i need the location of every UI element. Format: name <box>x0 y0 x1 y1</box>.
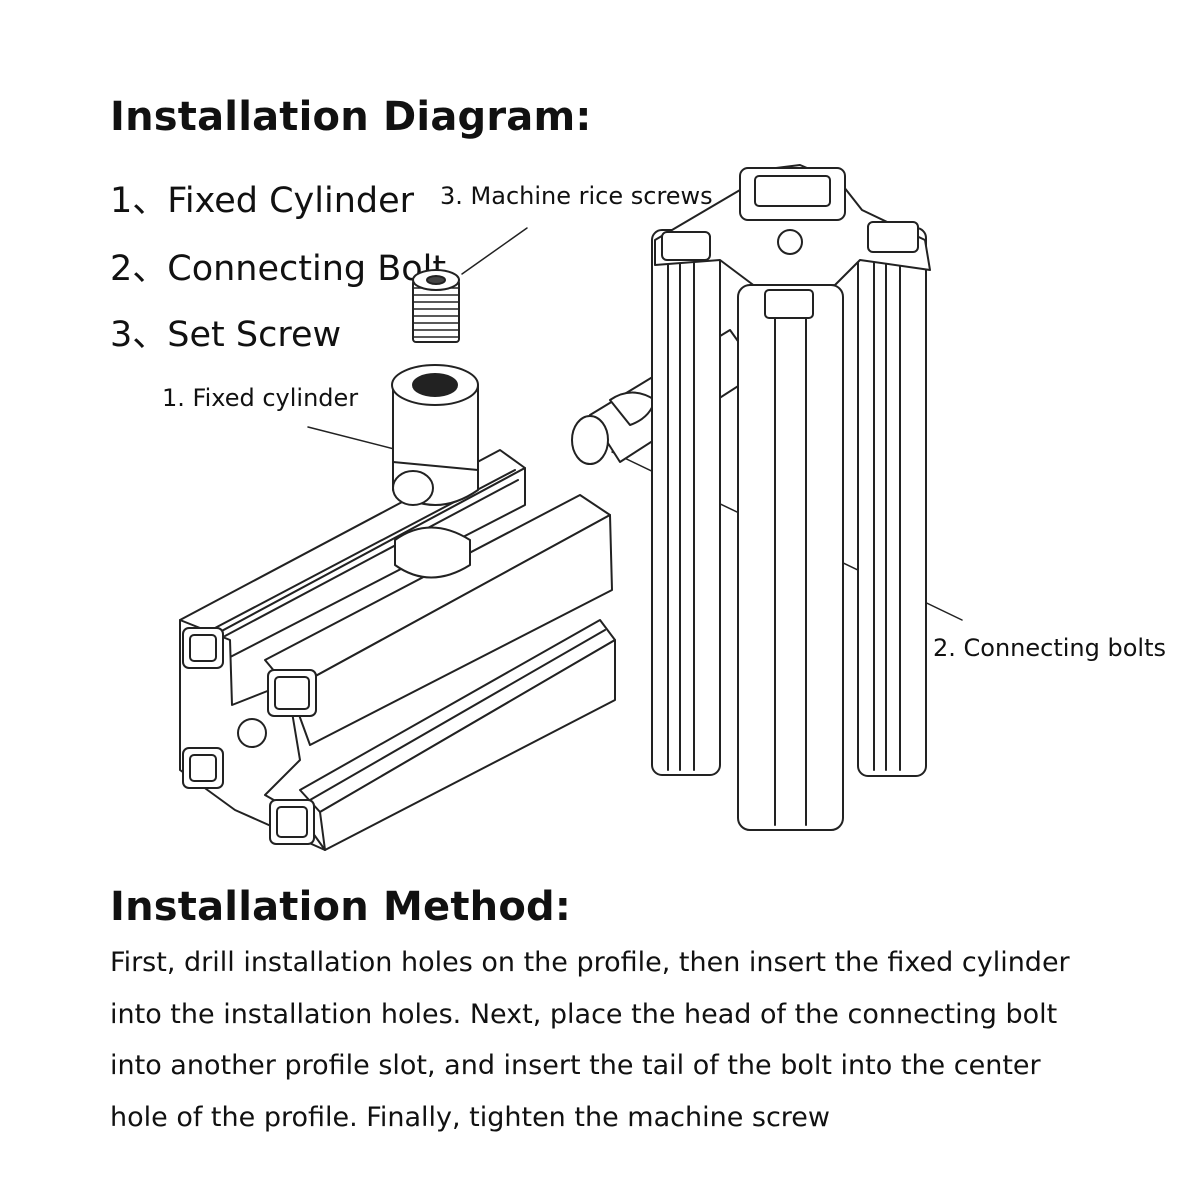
callout-machine-screws: 3. Machine rice screws <box>440 182 713 210</box>
vertical-profile-illustration <box>652 165 930 830</box>
diagram-title: Installation Diagram: <box>110 94 592 140</box>
parts-list-item-fixed-cylinder: 1、Fixed Cylinder <box>110 181 415 221</box>
callout-connecting-bolts: 2. Connecting bolts <box>933 634 1167 662</box>
method-line: First, drill installation holes on the p… <box>110 947 1070 978</box>
horizontal-profile-illustration <box>180 450 615 850</box>
installation-illustration <box>0 0 1200 880</box>
fixed-cylinder-illustration <box>392 365 478 505</box>
set-screw-illustration <box>413 270 459 342</box>
method-line: into another profile slot, and insert th… <box>110 1050 1041 1081</box>
leader-line-screws <box>462 228 527 274</box>
method-title: Installation Method: <box>110 884 572 930</box>
method-line: into the installation holes. Next, place… <box>110 998 1058 1030</box>
leader-line-cylinder <box>308 427 398 450</box>
parts-list-item-set-screw: 3、Set Screw <box>110 315 342 355</box>
method-line: hole of the profile. Finally, tighten th… <box>110 1101 830 1133</box>
method-text: First, drill installation holes on the p… <box>110 937 1110 1143</box>
callout-fixed-cylinder: 1. Fixed cylinder <box>162 384 359 412</box>
parts-list-item-connecting-bolt: 2、Connecting Bolt <box>110 249 447 289</box>
